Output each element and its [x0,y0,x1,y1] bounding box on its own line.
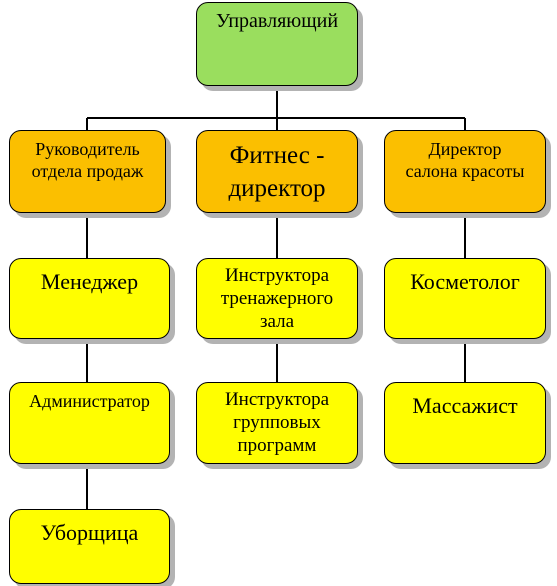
head-node-beauty-label: Директор салона красоты [405,139,525,181]
staff-node-cosmetologist-label: Косметолог [410,269,520,294]
head-node-sales-label: Руководитель отдела продаж [31,139,144,181]
root-node-label: Управляющий [215,10,339,32]
staff-node-group-instructors: Инструктора групповых программ [196,382,358,464]
staff-node-manager-label: Менеджер [40,269,139,294]
head-node-fitness-label: Фитнес - директор [228,142,326,202]
staff-node-group-instructors-label: Инструктора групповых программ [224,389,330,456]
staff-node-gym-instructors-label: Инструктора тренажерного зала [220,265,334,332]
staff-node-cleaner: Уборщица [9,509,170,584]
head-node-fitness: Фитнес - директор [196,130,358,213]
head-node-beauty: Директор салона красоты [384,130,546,213]
staff-node-gym-instructors: Инструктора тренажерного зала [196,258,358,339]
staff-node-cosmetologist: Косметолог [384,258,546,339]
connector-root-to-heads [86,86,466,130]
staff-node-cleaner-label: Уборщица [40,520,139,545]
staff-node-masseur-label: Массажист [412,393,518,418]
root-node-manager: Управляющий [196,2,358,86]
head-node-sales: Руководитель отдела продаж [9,130,166,213]
staff-node-masseur: Массажист [384,382,546,464]
staff-node-administrator: Администратор [9,382,170,464]
staff-node-administrator-label: Администратор [29,391,150,411]
staff-node-manager: Менеджер [9,258,170,339]
